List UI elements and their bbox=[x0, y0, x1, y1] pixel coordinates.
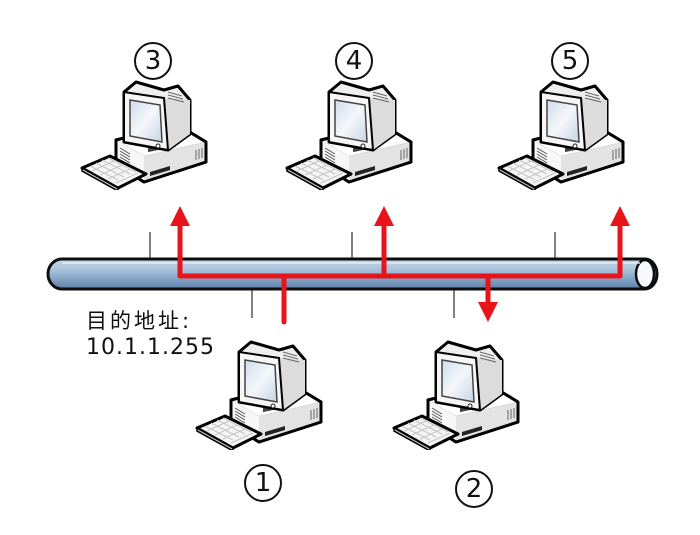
computer-node-5[interactable] bbox=[497, 80, 625, 191]
arrow-up-node-4 bbox=[374, 206, 394, 226]
computer-node-1[interactable] bbox=[195, 340, 323, 451]
arrow-down-node-2 bbox=[478, 302, 498, 322]
computer-node-2[interactable] bbox=[392, 340, 520, 451]
arrow-up-node-3 bbox=[170, 206, 190, 226]
destination-address-block: 目的地址: 10.1.1.255 bbox=[86, 308, 215, 362]
node-2-number: 2 bbox=[455, 470, 493, 508]
node-1-number: 1 bbox=[244, 464, 282, 502]
node-5-number: 5 bbox=[551, 42, 589, 80]
signal-main bbox=[177, 219, 287, 325]
destination-address: 10.1.1.255 bbox=[86, 335, 215, 360]
destination-label: 目的地址: bbox=[86, 309, 193, 333]
arrow-up-node-5 bbox=[610, 206, 630, 226]
node-label-2: 2 bbox=[455, 470, 495, 510]
signal-bus-right bbox=[281, 219, 623, 279]
node-3-number: 3 bbox=[134, 42, 172, 80]
node-label-5: 5 bbox=[551, 42, 591, 82]
node-label-1: 1 bbox=[244, 464, 284, 504]
computer-node-4[interactable] bbox=[285, 80, 413, 191]
node-label-4: 4 bbox=[335, 42, 375, 82]
computer-node-3[interactable] bbox=[80, 80, 208, 191]
broadcast-signal-path bbox=[177, 219, 623, 325]
node-label-3: 3 bbox=[134, 42, 174, 82]
node-4-number: 4 bbox=[335, 42, 373, 80]
